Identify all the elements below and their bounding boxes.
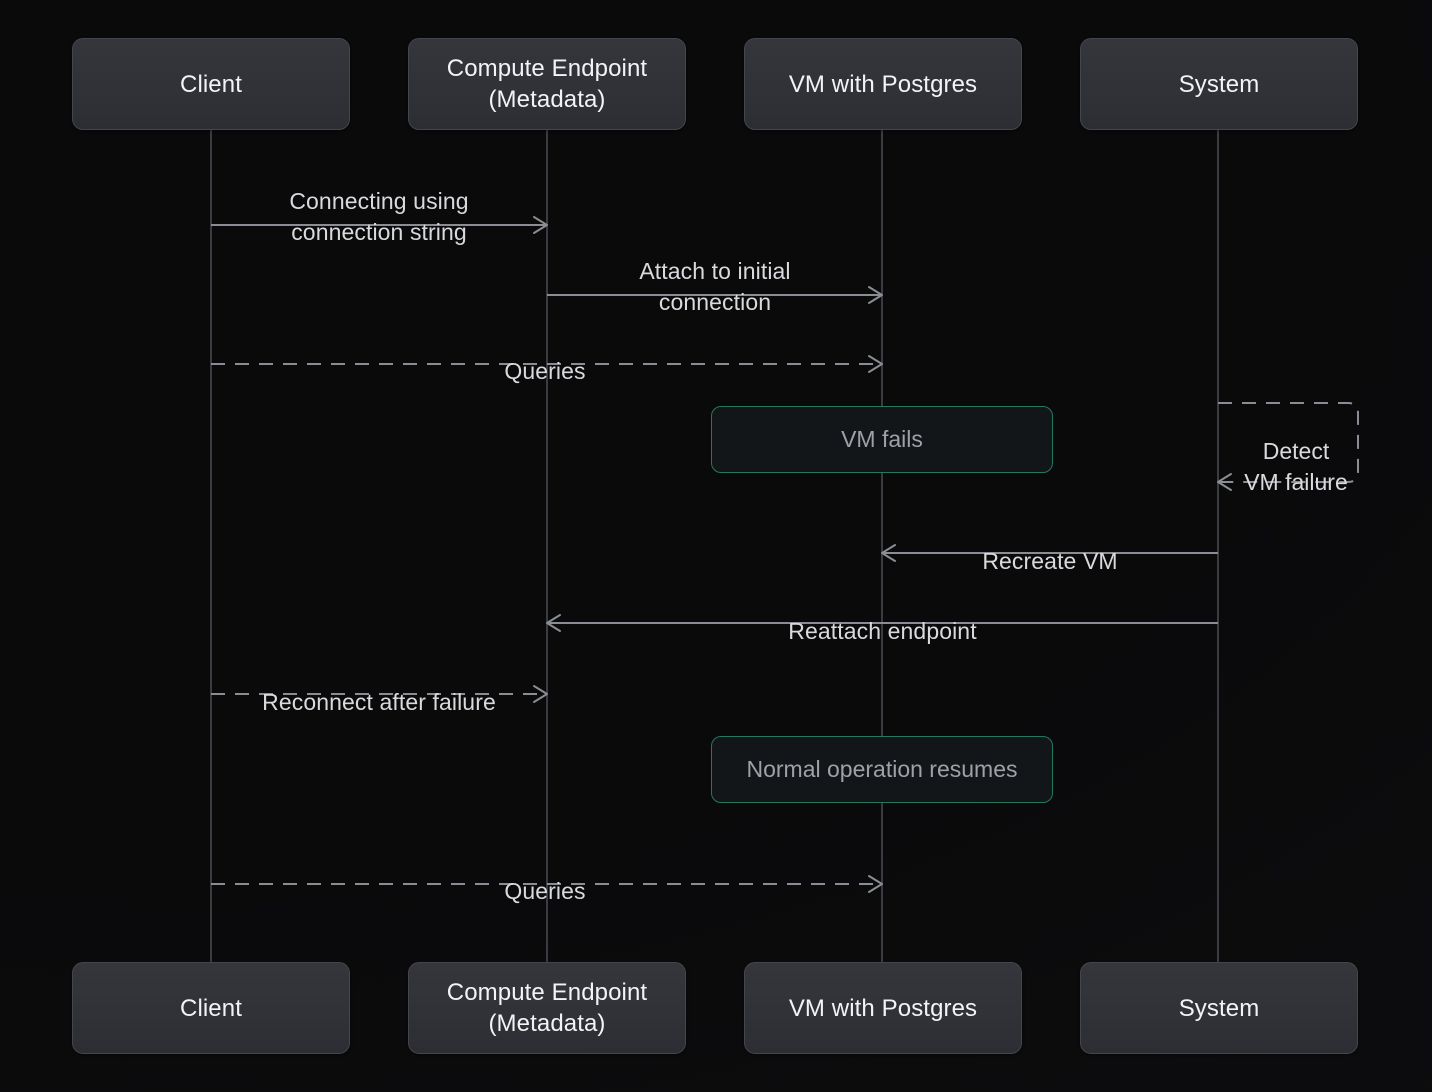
participant-label: System (1178, 70, 1260, 98)
participant-label: Client (180, 70, 242, 98)
participant-box-bottom-system[interactable]: System (1080, 962, 1358, 1054)
message-text: Attach to initial connection (639, 258, 791, 315)
message-text: Queries (504, 878, 586, 904)
message-label-recreate-vm: Recreate VM (890, 515, 1210, 577)
message-text: Recreate VM (982, 548, 1118, 574)
message-label-reattach-endpoint: Reattach endpoint (555, 585, 1210, 647)
message-label-queries-2: Queries (219, 845, 871, 907)
participant-box-bottom-vm-with-postgres[interactable]: VM with Postgres (744, 962, 1022, 1054)
message-label-connecting-using-connection-string: Connecting using connection string (219, 155, 539, 248)
message-arrowhead-m6 (533, 685, 548, 703)
participant-box-bottom-compute-endpoint[interactable]: Compute Endpoint (Metadata) (408, 962, 686, 1054)
participant-box-bottom-client[interactable]: Client (72, 962, 350, 1054)
message-label-attach-to-initial-connection: Attach to initial connection (555, 225, 875, 318)
participant-label: VM with Postgres (788, 70, 978, 98)
message-text: Queries (504, 358, 586, 384)
message-text: Connecting using connection string (289, 188, 469, 245)
message-arrowhead-m1 (533, 216, 548, 234)
participant-box-top-vm-with-postgres[interactable]: VM with Postgres (744, 38, 1022, 130)
message-label-queries-1: Queries (219, 325, 871, 387)
message-arrowhead-m5 (546, 614, 561, 632)
note-text: VM fails (841, 426, 923, 452)
message-arrowhead-m2 (868, 286, 883, 304)
participant-label: VM with Postgres (788, 994, 978, 1022)
self-message-text: Detect VM failure (1244, 438, 1348, 495)
self-message-arrowhead-s1 (1217, 473, 1232, 491)
participant-label: Compute Endpoint (Metadata) (446, 55, 648, 113)
message-arrowhead-m4 (881, 544, 896, 562)
note-text: Normal operation resumes (746, 756, 1018, 782)
participant-label: Compute Endpoint (Metadata) (446, 979, 648, 1037)
participant-box-top-compute-endpoint[interactable]: Compute Endpoint (Metadata) (408, 38, 686, 130)
participant-label: Client (180, 994, 242, 1022)
note-normal-operation-resumes: Normal operation resumes (711, 736, 1053, 803)
participant-box-top-client[interactable]: Client (72, 38, 350, 130)
self-message-line-s1 (1218, 402, 1359, 483)
note-vm-fails: VM fails (711, 406, 1053, 473)
message-arrowhead-m3 (868, 355, 883, 373)
participant-box-top-system[interactable]: System (1080, 38, 1358, 130)
participant-label: System (1178, 994, 1260, 1022)
message-text: Reconnect after failure (262, 689, 496, 715)
message-text: Reattach endpoint (788, 618, 977, 644)
message-label-reconnect-after-failure: Reconnect after failure (219, 656, 539, 718)
self-message-label-detect-vm-failure: Detect VM failure (1228, 405, 1364, 498)
message-arrowhead-m7 (868, 875, 883, 893)
